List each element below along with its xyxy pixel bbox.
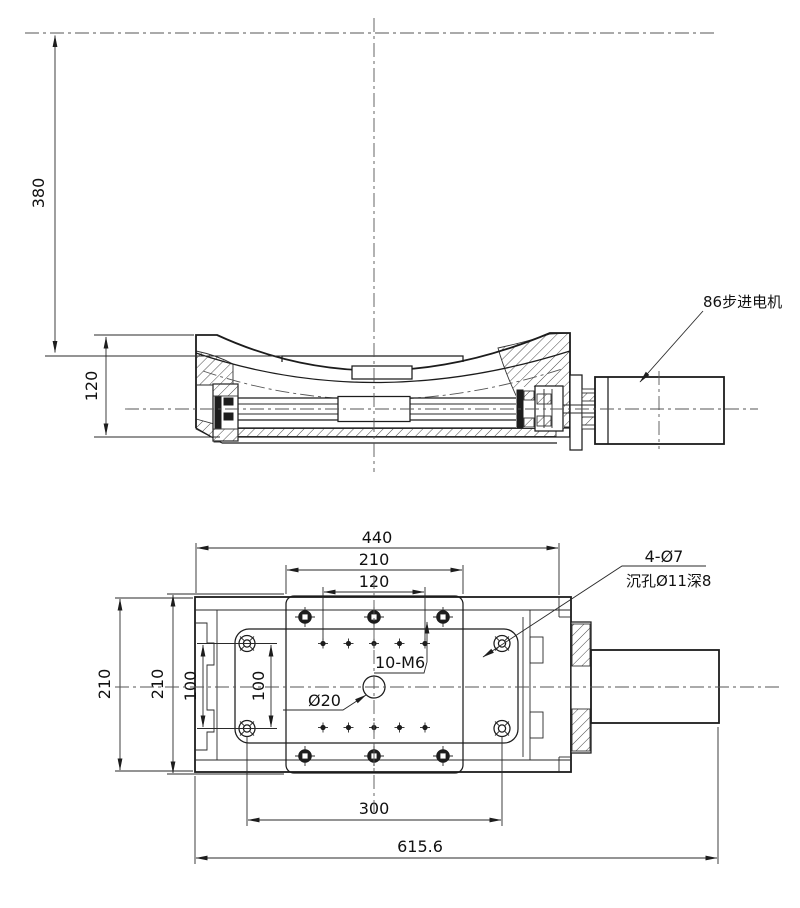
right-tab-top bbox=[529, 636, 544, 664]
table-platform bbox=[234, 628, 519, 744]
counterbore-holes bbox=[238, 634, 511, 738]
stepper-motor-plan bbox=[590, 649, 720, 724]
dim-120-front-text: 120 bbox=[82, 371, 101, 402]
top-view-centerlines bbox=[115, 575, 780, 812]
label-10-m6-text: 10-M6 bbox=[375, 653, 425, 672]
dim-100-a-text: 100 bbox=[181, 671, 200, 702]
dim-380: 380 bbox=[29, 35, 282, 357]
m6-leader-line bbox=[374, 621, 430, 674]
left-side-pocket bbox=[195, 622, 215, 751]
dim-210-top: 210 bbox=[285, 550, 464, 594]
dim-380-text: 380 bbox=[29, 178, 48, 209]
label-center-hole-text: Ø20 bbox=[308, 691, 341, 710]
left-bearing bbox=[212, 383, 239, 442]
top-view: 440 210 120 210 210 bbox=[95, 528, 780, 864]
dim-210-left-inner-text: 210 bbox=[148, 669, 167, 700]
center-hole-leader-line bbox=[283, 694, 367, 711]
dim-615-6-text: 615.6 bbox=[397, 837, 443, 856]
section-hatch-left-wedge bbox=[195, 350, 234, 443]
dim-210-left-inner: 210 bbox=[148, 593, 284, 775]
motor-flange-plan bbox=[570, 621, 592, 754]
m6-tapped-holes bbox=[318, 638, 430, 733]
label-counterbore: 4-Ø7 沉孔Ø11深8 bbox=[482, 547, 711, 658]
dim-120-front: 120 bbox=[82, 334, 220, 438]
section-hatch-bottom-plate bbox=[229, 428, 557, 437]
label-counterbore-text-2: 沉孔Ø11深8 bbox=[626, 572, 711, 590]
dim-100-b-text: 100 bbox=[249, 671, 268, 702]
dim-100-b: 100 bbox=[249, 644, 274, 728]
cradle-screw-holes bbox=[295, 607, 453, 766]
front-view-centerlines bbox=[25, 18, 758, 472]
label-10-m6: 10-M6 bbox=[374, 621, 430, 674]
counterbore-leader-line bbox=[482, 565, 706, 658]
label-center-hole: Ø20 bbox=[283, 691, 367, 711]
motor-mount-plate bbox=[569, 374, 583, 451]
right-tab-bottom bbox=[529, 711, 544, 739]
dim-210-left-outer-text: 210 bbox=[95, 669, 114, 700]
dim-210-top-text: 210 bbox=[359, 550, 390, 569]
motor-label-text: 86步进电机 bbox=[703, 293, 782, 311]
label-counterbore-text-1: 4-Ø7 bbox=[645, 547, 684, 566]
dim-100-a: 100 bbox=[181, 643, 277, 729]
motor-leader-line bbox=[639, 310, 704, 383]
dim-440: 440 bbox=[195, 528, 560, 595]
motor-label: 86步进电机 bbox=[639, 293, 782, 383]
cradle-plate-plan bbox=[285, 595, 464, 774]
dim-615-6: 615.6 bbox=[194, 727, 719, 864]
cradle-top-plate bbox=[281, 355, 464, 380]
dim-210-left-outer: 210 bbox=[95, 597, 193, 772]
stepper-motor-front bbox=[594, 376, 725, 445]
right-bearing-coupling bbox=[516, 385, 564, 432]
saddle-inner-arc bbox=[195, 350, 571, 384]
worm-wheel-hub bbox=[351, 365, 413, 380]
front-view: 86步进电机 380 120 bbox=[25, 18, 782, 472]
dim-440-text: 440 bbox=[362, 528, 393, 547]
